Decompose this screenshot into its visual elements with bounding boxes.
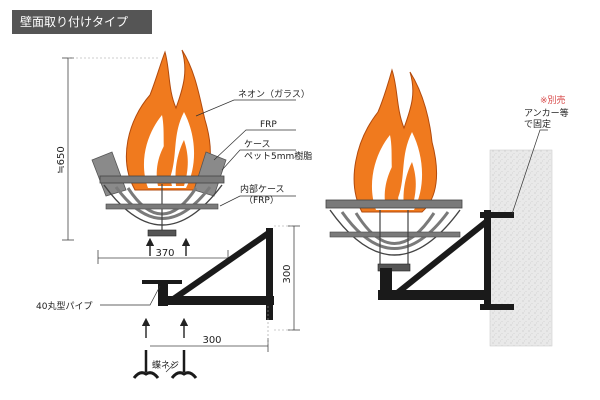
label-case-material: ペット5mm樹脂: [244, 150, 312, 162]
label-neon: ネオン（ガラス）: [238, 89, 310, 100]
width-dimension-label: 370: [155, 248, 174, 259]
neon-flame-left: [125, 49, 211, 191]
right-assembly: ※別売 アンカー等 で固定: [325, 68, 569, 347]
height-dimension-label: ≒650: [56, 146, 67, 173]
label-inner-case-material: （FRP）: [244, 195, 279, 206]
label-pipe: 40丸型パイプ: [36, 300, 92, 312]
case-left: [91, 151, 227, 197]
concrete-wall: [489, 149, 553, 347]
width-dimension: 370: [97, 237, 229, 264]
label-anchor-fix: で固定: [524, 118, 551, 130]
basket-right: [325, 199, 463, 272]
title-tab: 壁面取り付けタイプ: [12, 10, 152, 34]
left-assembly: ≒650: [36, 49, 312, 379]
bracket-depth-dimension: 300: [141, 306, 269, 352]
bracket-right: [378, 210, 514, 310]
height-dimension: ≒650: [56, 57, 160, 241]
label-sold-separately: ※別売: [540, 94, 566, 106]
label-wing-screw: 蝶ネジ: [152, 359, 179, 371]
label-inner-case: 内部ケース: [240, 183, 285, 195]
label-anchor: アンカー等: [524, 107, 569, 119]
bracket-height-label: 300: [282, 264, 293, 283]
bracket-depth-label: 300: [202, 335, 221, 346]
label-case: ケース: [244, 139, 271, 150]
basket-left: [99, 175, 225, 237]
leader-anchor: [511, 129, 548, 215]
leader-lines-left: [100, 99, 296, 373]
neon-flame-right: [353, 68, 438, 213]
label-frp: FRP: [260, 120, 277, 130]
bracket-left: [142, 228, 274, 320]
wing-screws: [132, 350, 198, 379]
bracket-height-dimension: 300: [274, 225, 300, 331]
